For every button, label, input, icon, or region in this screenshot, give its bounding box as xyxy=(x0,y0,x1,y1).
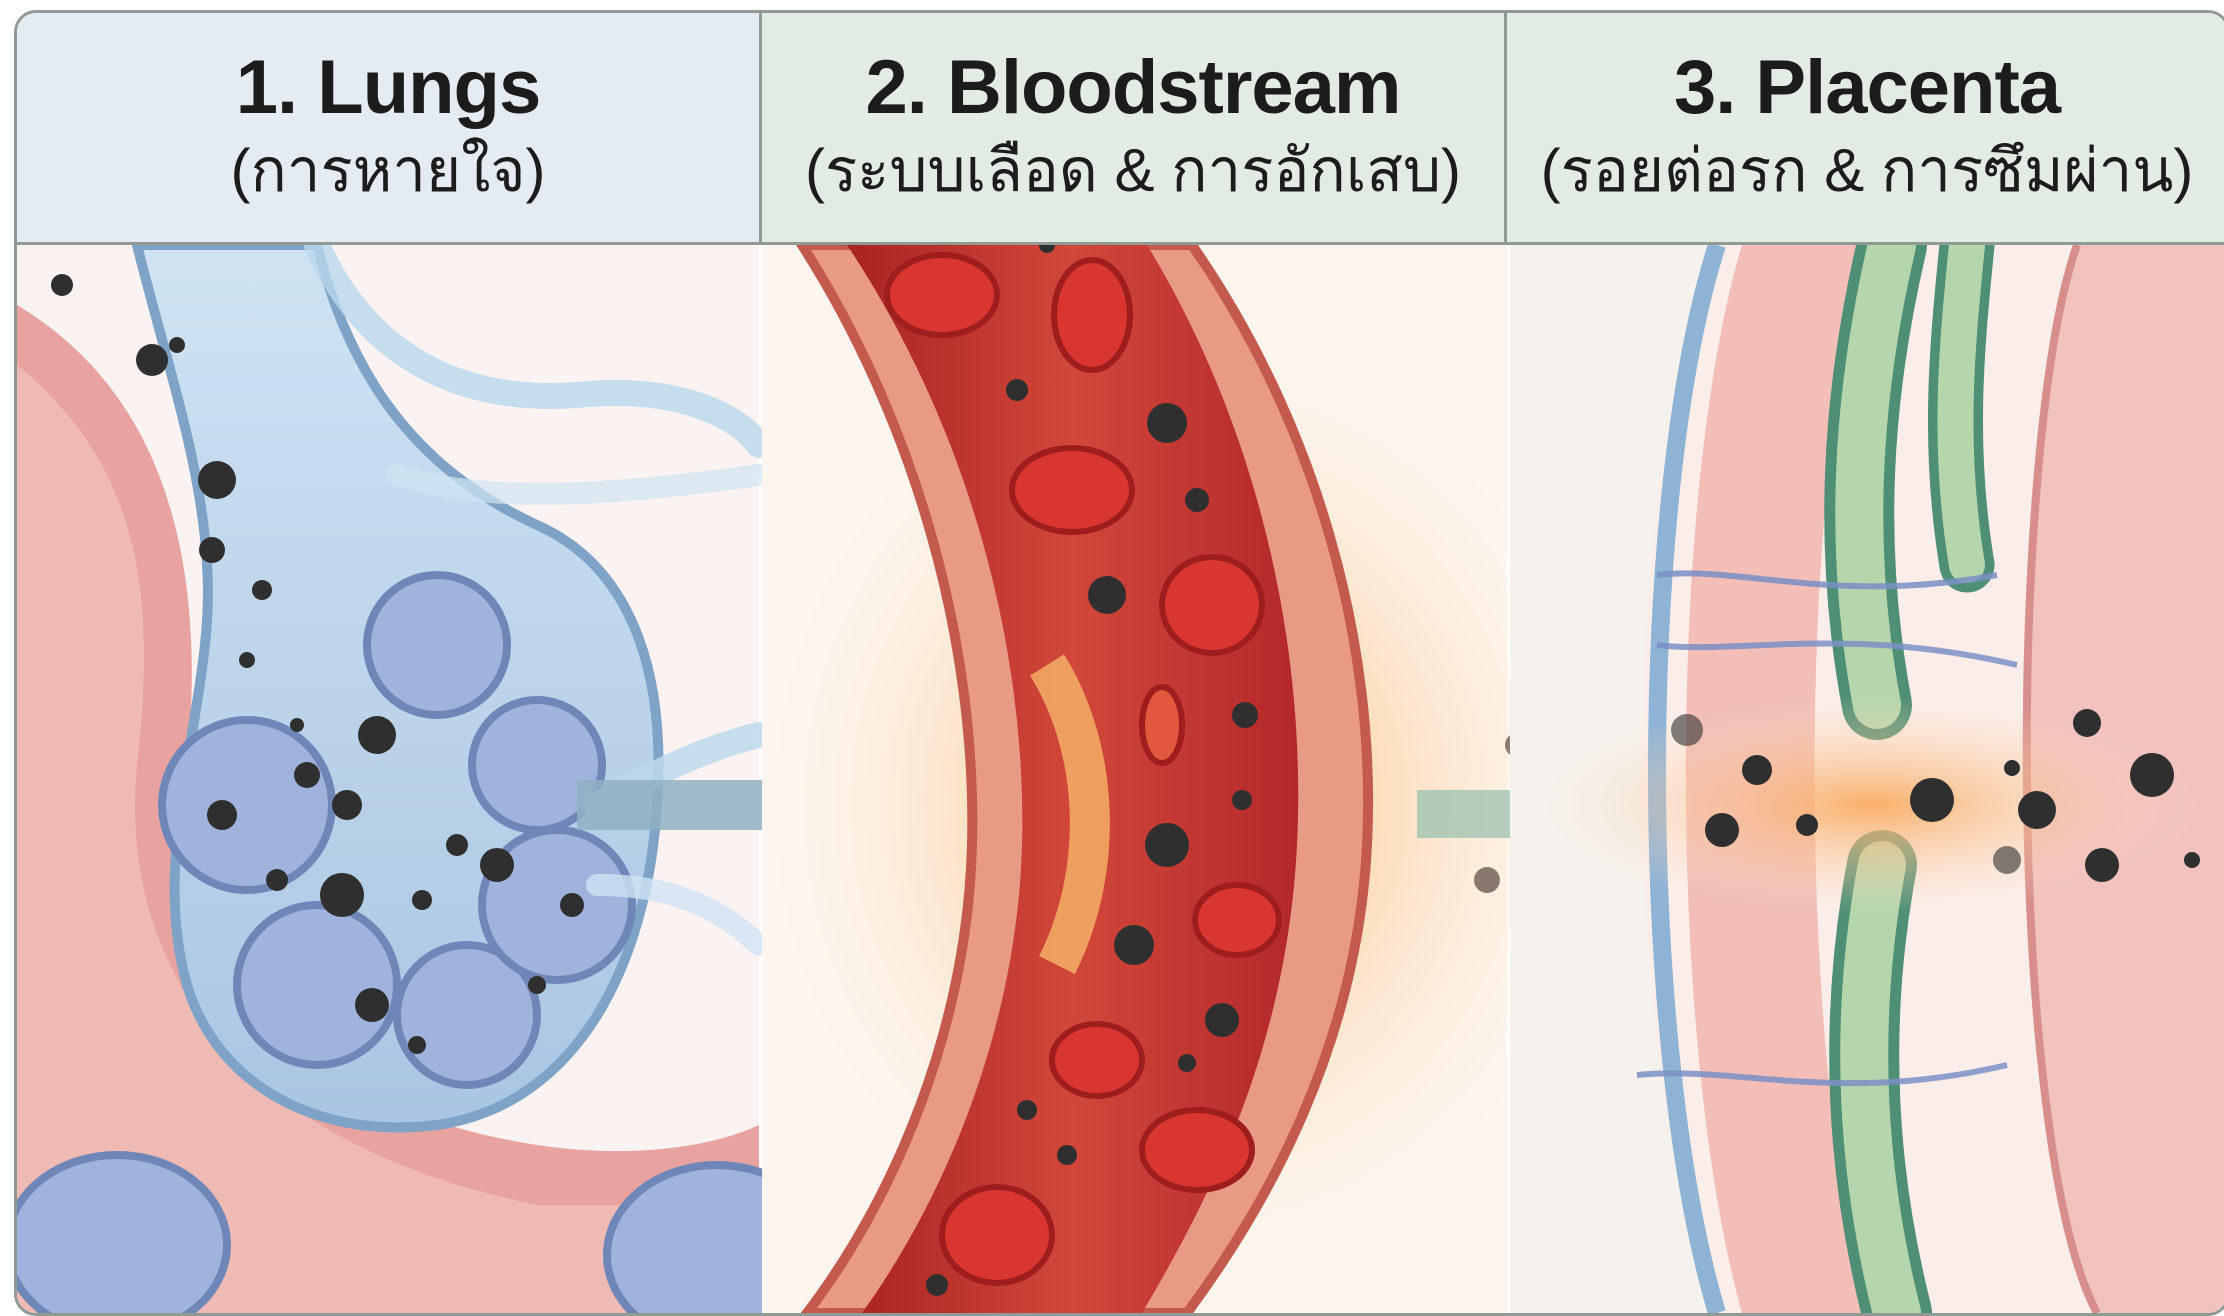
villi-lower xyxy=(1864,865,1897,1313)
header-placenta: 3. Placenta (รอยต่อรก & การซึมผ่าน) xyxy=(1507,13,2224,245)
panel-subtitle-lungs: (การหายใจ) xyxy=(230,135,545,207)
illustration xyxy=(17,245,2224,1313)
panel-subtitle-placenta: (รอยต่อรก & การซึมผ่าน) xyxy=(1541,135,2194,207)
panel-title-bloodstream: 2. Bloodstream xyxy=(865,48,1400,128)
placenta-panel xyxy=(1510,245,2224,1313)
panel-title-placenta: 3. Placenta xyxy=(1674,48,2060,128)
diagram-frame: 1. Lungs (การหายใจ) 2. Bloodstream (ระบบ… xyxy=(14,10,2224,1316)
panel-subtitle-bloodstream: (ระบบเลือด & การอักเสบ) xyxy=(805,135,1461,207)
header-lungs: 1. Lungs (การหายใจ) xyxy=(17,13,762,245)
header-row: 1. Lungs (การหายใจ) 2. Bloodstream (ระบบ… xyxy=(17,13,2224,245)
header-bloodstream: 2. Bloodstream (ระบบเลือด & การอักเสบ) xyxy=(762,13,1507,245)
panel-title-lungs: 1. Lungs xyxy=(236,48,540,128)
